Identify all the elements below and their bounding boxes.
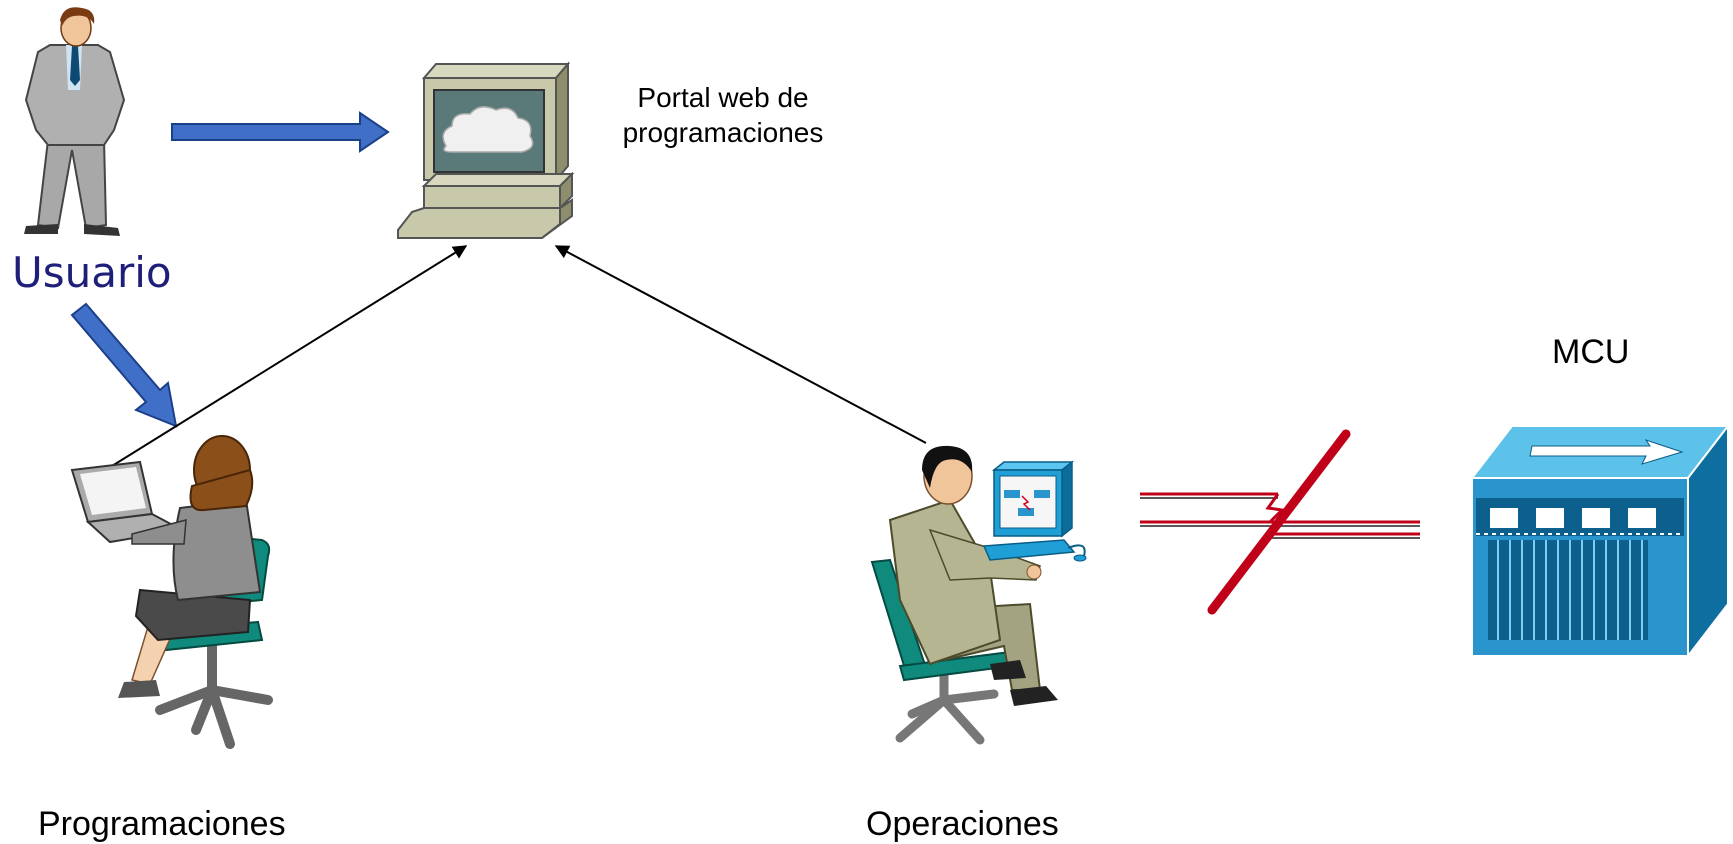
label-programaciones: Programaciones	[38, 805, 286, 843]
mcu-switch-icon	[1469, 423, 1731, 659]
operator-at-workstation-icon	[870, 445, 1087, 745]
label-operaciones: Operaciones	[866, 805, 1059, 843]
label-portal-line1: Portal web de	[637, 82, 809, 113]
blue-arrow-to-portal	[171, 111, 390, 153]
businessman-standing-icon	[24, 7, 126, 236]
blue-arrow-to-programaciones	[70, 302, 178, 428]
label-mcu: MCU	[1552, 333, 1630, 371]
web-server-computer-icon	[397, 61, 575, 239]
label-usuario: Usuario	[12, 248, 172, 297]
arrow-operaciones-to-portal	[554, 245, 927, 444]
broken-link-icon	[1140, 429, 1420, 615]
woman-at-laptop-icon	[70, 435, 273, 749]
label-portal-line2: programaciones	[622, 117, 824, 148]
arrow-programaciones-to-portal	[111, 245, 468, 467]
label-portal-web: Portal web de programaciones	[618, 80, 828, 150]
